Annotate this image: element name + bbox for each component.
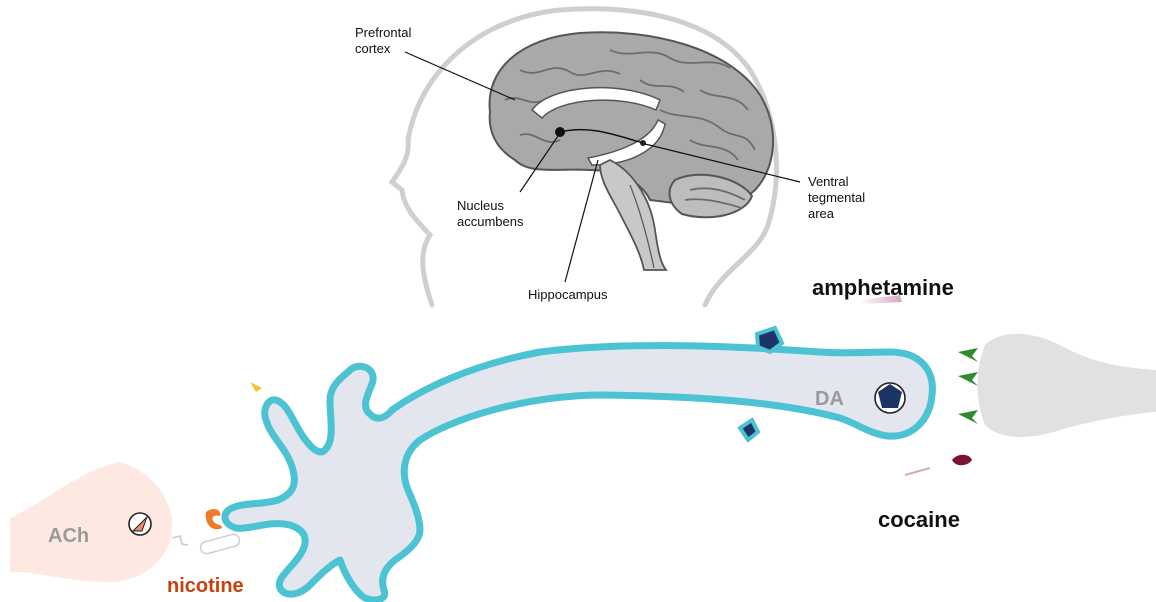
label-hippocampus: Hippocampus xyxy=(528,287,608,302)
ach-vesicle-icon xyxy=(129,513,151,535)
receptor-icon-1 xyxy=(958,348,978,362)
nicotinic-receptor-icon xyxy=(206,509,222,529)
label-nicotine: nicotine xyxy=(167,575,244,597)
dopamine-vesicle-icon-2 xyxy=(740,420,758,440)
marker-icon xyxy=(250,382,262,392)
dopamine-vesicle-icon-3 xyxy=(875,383,905,413)
nicotine-molecule-icon xyxy=(172,533,241,555)
label-nucleus-line1: Nucleus xyxy=(457,198,504,213)
label-ventral-line3: area xyxy=(808,206,835,221)
label-nucleus-line2: accumbens xyxy=(457,214,524,229)
label-cocaine: cocaine xyxy=(878,507,960,532)
label-prefrontal-line2: cortex xyxy=(355,41,391,56)
receptor-icon-2 xyxy=(958,372,978,386)
dopamine-neuron xyxy=(225,346,932,600)
label-ach: ACh xyxy=(48,525,89,547)
cocaine-molecule-icon xyxy=(952,455,972,466)
label-prefrontal-line1: Prefrontal xyxy=(355,25,411,40)
receptor-icon-3 xyxy=(958,410,978,424)
label-da: DA xyxy=(815,388,844,410)
postsynaptic-terminal xyxy=(978,334,1156,437)
label-ventral-line1: Ventral xyxy=(808,174,849,189)
brain-illustration: Prefrontal cortex Nucleus accumbens Vent… xyxy=(355,9,865,305)
label-amphetamine: amphetamine xyxy=(812,275,954,300)
label-ventral-line2: tegmental xyxy=(808,190,865,205)
